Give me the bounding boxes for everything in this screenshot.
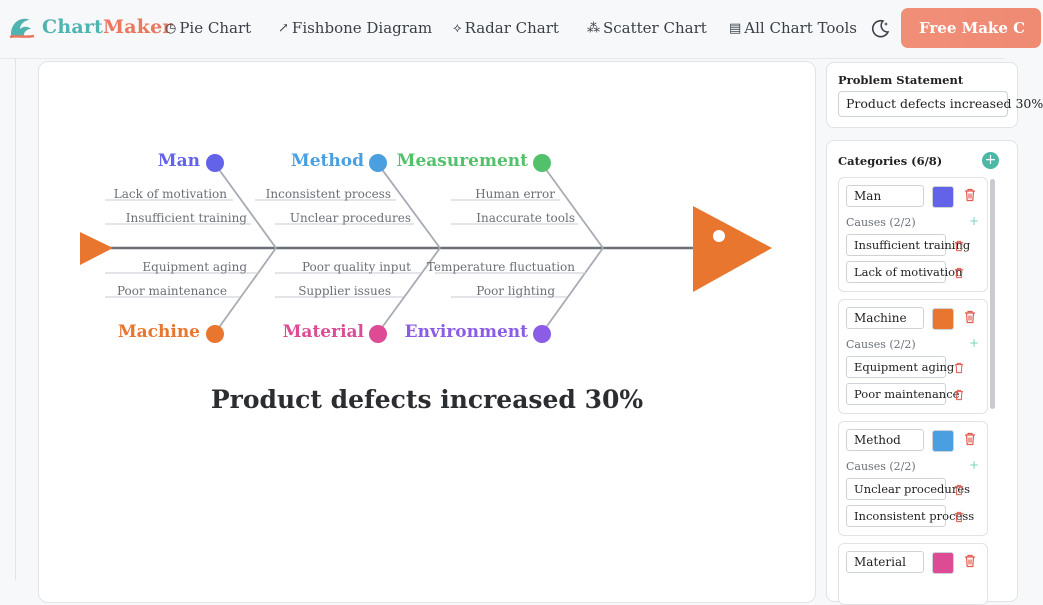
radar-icon: ⟡	[453, 20, 462, 36]
app-logo[interactable]: ChartMaker	[8, 14, 173, 40]
cause-label: Inconsistent process	[266, 187, 391, 201]
add-category-button[interactable]: +	[982, 152, 999, 169]
cause-label: Temperature fluctuation	[427, 260, 575, 274]
cause-label: Poor quality input	[302, 260, 411, 274]
bone-man	[214, 163, 277, 249]
fishbone-head	[693, 206, 772, 292]
arrow-icon: ↗	[278, 20, 289, 36]
cause-input[interactable]: Lack of motivation	[846, 261, 963, 283]
category-editor-machine: Machine Causes (2/2) + Equipment aging P…	[838, 299, 988, 414]
cause-label: Human error	[475, 187, 555, 201]
moon-icon[interactable]	[869, 18, 891, 40]
category-color-swatch[interactable]	[932, 308, 954, 330]
category-name-input[interactable]: Machine	[846, 307, 924, 329]
trash-icon[interactable]	[954, 484, 964, 496]
bone-method	[377, 163, 441, 249]
category-name-input[interactable]: Method	[846, 429, 924, 451]
cause-input[interactable]: Unclear procedures	[846, 478, 970, 500]
nav-radar-chart[interactable]: ⟡Radar Chart	[453, 19, 559, 37]
category-label-machine: Machine	[118, 322, 200, 342]
cause-input[interactable]: Insufficient training	[846, 234, 970, 256]
categories-label: Categories (6/8)	[838, 154, 943, 168]
category-dot-material[interactable]	[369, 325, 387, 343]
problem-title: Product defects increased 30%	[210, 385, 644, 414]
logo-text: ChartMaker	[42, 16, 173, 38]
trash-icon[interactable]	[964, 432, 976, 446]
category-name-input[interactable]: Material	[846, 551, 924, 573]
top-header: ChartMaker ◷Pie Chart ↗Fishbone Diagram …	[0, 0, 1041, 59]
trash-icon[interactable]	[964, 310, 976, 324]
cause-input[interactable]: Equipment aging	[846, 356, 954, 378]
category-dot-measurement[interactable]	[533, 154, 551, 172]
causes-count-label: Causes (2/2)	[846, 216, 916, 229]
category-dot-machine[interactable]	[206, 325, 224, 343]
cause-label: Insufficient training	[126, 211, 248, 225]
category-dot-method[interactable]	[369, 154, 387, 172]
problem-statement-input[interactable]: Product defects increased 30%	[838, 91, 1043, 117]
cause-label: Supplier issues	[298, 284, 391, 298]
category-label-method: Method	[291, 151, 364, 171]
pie-icon: ◷	[165, 20, 177, 36]
fishbone-tail	[80, 232, 113, 265]
trash-icon[interactable]	[954, 389, 964, 401]
fishbone-diagram: Lack of motivation Insufficient training…	[80, 151, 772, 343]
causes-count-label: Causes (2/2)	[846, 338, 916, 351]
add-cause-icon[interactable]: +	[969, 214, 980, 228]
cause-label: Lack of motivation	[114, 187, 227, 201]
cause-label: Unclear procedures	[290, 211, 411, 225]
category-label-material: Material	[283, 322, 365, 342]
bone-material	[377, 247, 441, 334]
categories-card: Categories (6/8) + Man Causes (2/2) + In…	[826, 140, 1018, 605]
bone-machine	[214, 247, 277, 334]
diagram-canvas: Lack of motivation Insufficient training…	[38, 61, 816, 603]
add-cause-icon[interactable]: +	[969, 336, 980, 350]
category-dot-environment[interactable]	[533, 325, 551, 343]
bone-environment	[541, 247, 604, 334]
trash-icon[interactable]	[954, 240, 964, 252]
categories-scrollbar[interactable]	[990, 179, 995, 409]
bone-measurement	[541, 163, 604, 249]
category-label-environment: Environment	[405, 322, 528, 342]
problem-statement-label: Problem Statement	[838, 73, 964, 87]
category-color-swatch[interactable]	[932, 186, 954, 208]
trash-icon[interactable]	[954, 511, 964, 523]
trash-icon[interactable]	[964, 554, 976, 568]
category-color-swatch[interactable]	[932, 430, 954, 452]
wave-logo-icon	[9, 18, 35, 39]
trash-icon[interactable]	[954, 267, 964, 279]
free-make-chart-button[interactable]: Free Make C	[901, 8, 1041, 48]
trash-icon[interactable]	[954, 362, 964, 374]
nav-fishbone-diagram[interactable]: ↗Fishbone Diagram	[278, 19, 433, 37]
nav-scatter-chart[interactable]: ⁂Scatter Chart	[587, 19, 707, 37]
nav-all-chart-tools[interactable]: ▤All Chart Tools	[729, 19, 857, 37]
cause-input[interactable]: Poor maintenance	[846, 383, 959, 405]
category-color-swatch[interactable]	[932, 552, 954, 574]
nav-pie-chart[interactable]: ◷Pie Chart	[165, 19, 252, 37]
category-editor-material: Material	[838, 543, 988, 605]
category-editor-method: Method Causes (2/2) + Unclear procedures…	[838, 421, 988, 536]
cause-label: Poor lighting	[476, 284, 555, 298]
category-name-input[interactable]: Man	[846, 185, 924, 207]
category-label-man: Man	[158, 151, 200, 171]
add-cause-icon[interactable]: +	[969, 458, 980, 472]
cause-label: Inaccurate tools	[476, 211, 575, 225]
cause-input[interactable]: Inconsistent process	[846, 505, 974, 527]
left-divider	[15, 58, 16, 580]
list-icon: ▤	[729, 20, 742, 36]
category-label-measurement: Measurement	[397, 151, 529, 171]
scatter-icon: ⁂	[587, 20, 600, 36]
causes-count-label: Causes (2/2)	[846, 460, 916, 473]
cause-label: Equipment aging	[142, 260, 247, 274]
category-dot-man[interactable]	[206, 154, 224, 172]
category-editor-man: Man Causes (2/2) + Insufficient training…	[838, 177, 988, 292]
cause-label: Poor maintenance	[117, 284, 227, 298]
problem-statement-card: Problem Statement Product defects increa…	[826, 62, 1043, 128]
fishbone-eye	[713, 230, 725, 242]
trash-icon[interactable]	[964, 188, 976, 202]
